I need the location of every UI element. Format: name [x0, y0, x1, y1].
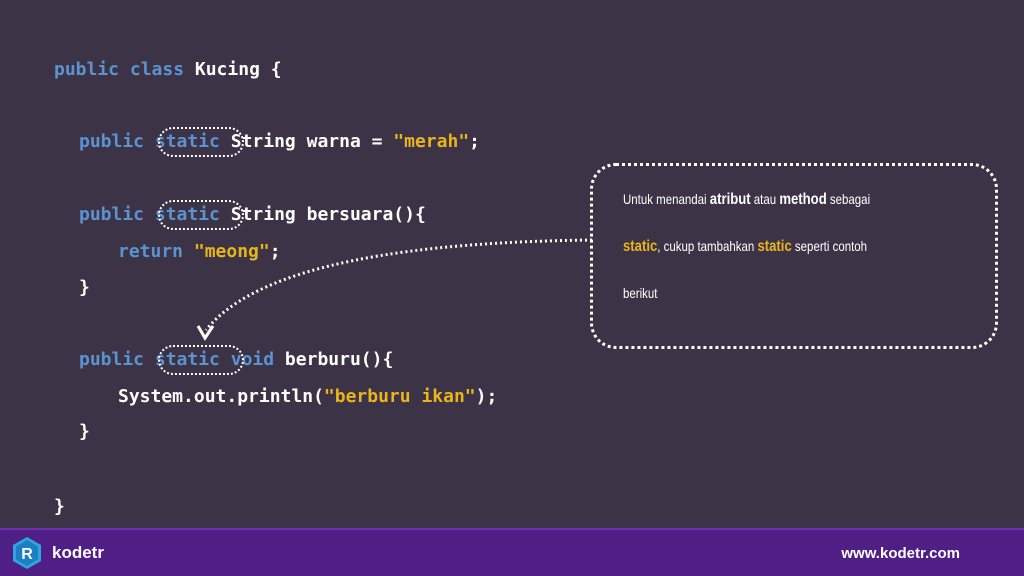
slide: public class Kucing { public static Stri… — [54, 59, 998, 518]
println-call: System.out.println( — [118, 386, 324, 407]
code-line-println: System.out.println("berburu ikan"); — [118, 386, 497, 408]
callout-line-1: Untuk menandai atribut atau method sebag… — [623, 191, 871, 208]
method-signature: berburu(){ — [274, 349, 394, 370]
keyword-return: return — [118, 241, 184, 262]
code-line-warna: public static String warna = "merah"; — [79, 131, 480, 153]
closing-brace: } — [79, 277, 90, 298]
code-line-return: return "meong"; — [118, 241, 281, 263]
pointer-arrow — [196, 238, 593, 341]
arrow-head-icon — [196, 325, 215, 341]
callout-line-2: static, cukup tambahkan static seperti c… — [623, 238, 868, 255]
callout-line-3: berikut — [623, 285, 658, 301]
highlight-static: static — [623, 238, 658, 255]
closing-brace: } — [79, 421, 90, 442]
static-highlight-ring — [158, 345, 244, 375]
kodetr-logo-icon[interactable]: R — [10, 536, 44, 570]
highlight-static: static — [757, 238, 792, 255]
field-declaration: String warna = — [219, 131, 394, 152]
code-line-class-declaration: public class Kucing { — [54, 59, 282, 81]
highlight-atribut: atribut — [709, 191, 751, 208]
keyword-public-class: public class — [54, 59, 185, 80]
keyword-public: public — [79, 349, 145, 370]
code-line-close-brace: } — [79, 421, 90, 443]
footer-bar: R kodetr www.kodetr.com — [0, 528, 1024, 576]
string-literal-berburu-ikan: "berburu ikan" — [323, 386, 476, 407]
brand-name[interactable]: kodetr — [52, 543, 104, 562]
call-end: ); — [475, 386, 498, 407]
class-name: Kucing { — [184, 59, 282, 80]
highlight-method: method — [779, 191, 827, 208]
svg-text:R: R — [21, 546, 33, 563]
keyword-public: public — [79, 131, 145, 152]
keyword-public: public — [79, 204, 145, 225]
semicolon: ; — [269, 241, 281, 262]
website-link[interactable]: www.kodetr.com — [841, 545, 960, 562]
closing-brace: } — [54, 496, 65, 517]
dotted-arrow-line — [204, 238, 593, 331]
code-line-close-brace: } — [79, 277, 90, 299]
string-literal-meong: "meong" — [183, 241, 270, 262]
string-literal-merah: "merah" — [393, 131, 470, 152]
callout-box: Untuk menandai atribut atau method sebag… — [590, 163, 998, 349]
code-line-class-close-brace: } — [54, 496, 65, 518]
static-highlight-ring — [158, 127, 244, 157]
method-signature: String bersuara(){ — [219, 204, 426, 225]
callout-text: Untuk menandai atribut atau method sebag… — [623, 176, 910, 316]
static-highlight-ring — [158, 200, 244, 230]
semicolon: ; — [469, 131, 480, 152]
